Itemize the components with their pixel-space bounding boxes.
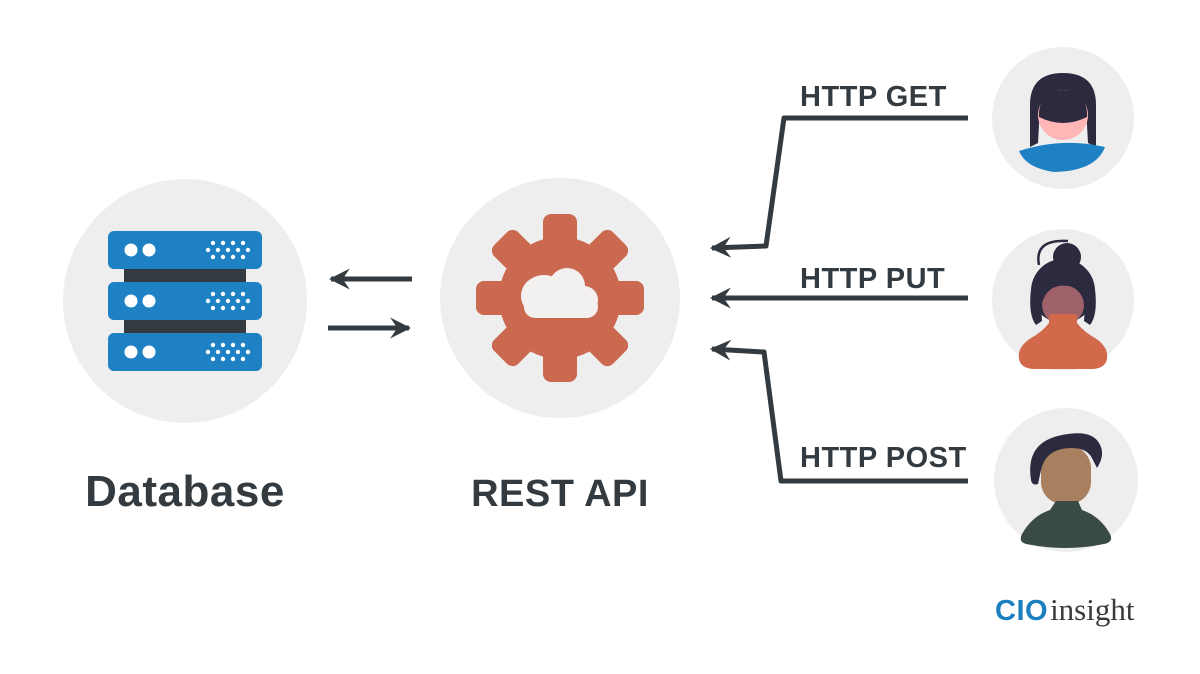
rest-api-label: REST API (471, 473, 649, 515)
avatar-woman-bun-icon (1018, 239, 1108, 369)
logo-insight-text: insight (1050, 592, 1135, 627)
server-vents (205, 240, 251, 362)
database-label: Database (85, 467, 285, 516)
cio-insight-logo: CIO insight (995, 592, 1134, 628)
arrow-get-to-api (709, 115, 968, 258)
client-get-node (992, 47, 1134, 189)
server-leds (124, 243, 156, 359)
rest-api-node (440, 178, 680, 418)
avatar-man-icon (1020, 433, 1112, 548)
http-get-label: HTTP GET (800, 81, 947, 113)
avatar-woman-bob-icon (1019, 73, 1105, 172)
database-node (63, 179, 307, 423)
http-put-label: HTTP PUT (800, 263, 946, 295)
client-post-node (994, 408, 1138, 552)
cloud-cutout (521, 268, 598, 318)
http-post-label: HTTP POST (800, 442, 967, 474)
database-server-icon (108, 231, 262, 371)
client-put-node (992, 229, 1134, 371)
server-bars (108, 231, 262, 371)
logo-cio-text: CIO (995, 595, 1049, 627)
gear-cloud-icon (476, 214, 644, 382)
arrow-post-to-api (709, 339, 968, 484)
